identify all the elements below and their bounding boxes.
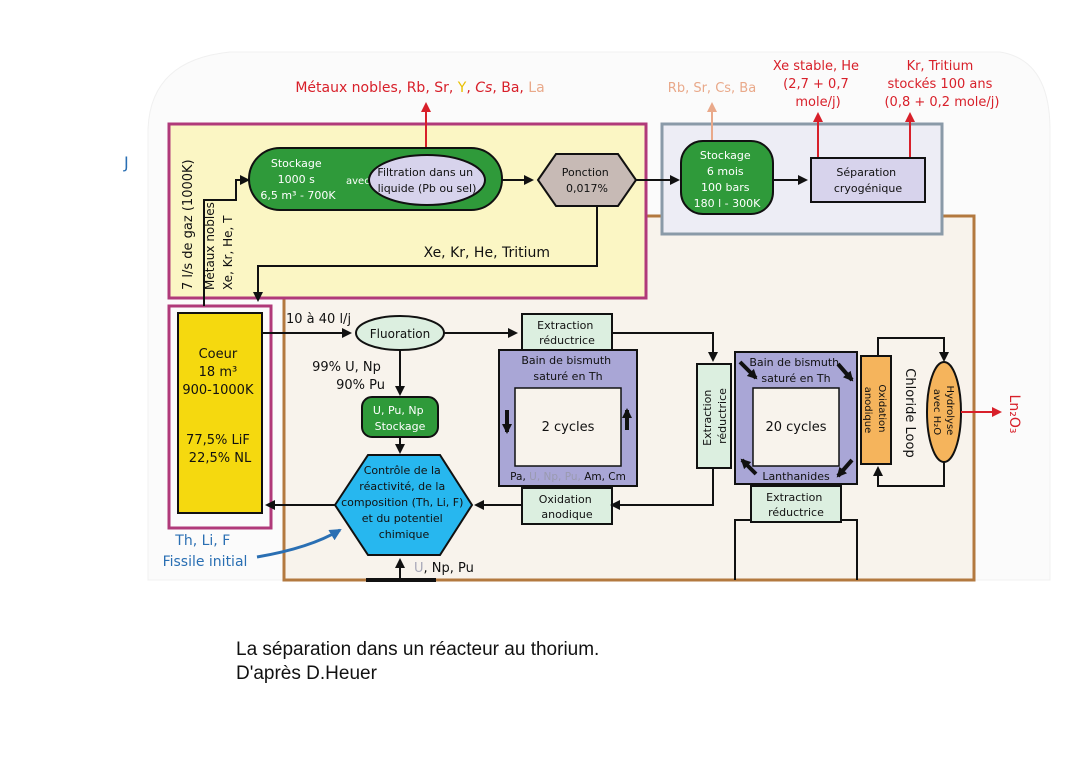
extraction2-text: Extraction réductrice xyxy=(766,491,826,519)
ln-output: Ln₂O₃ xyxy=(1006,395,1022,434)
fluoration-yield: 99% U, Np 90% Pu xyxy=(312,360,385,393)
rb-sr-output: Rb, Sr, Cs, Ba xyxy=(668,81,756,96)
caption-line1: La séparation dans un réacteur au thoriu… xyxy=(236,639,600,660)
stockage-1000s-text: Stockage 1000 s 6,5 m³ - 700K xyxy=(260,157,336,202)
separation-node xyxy=(810,157,926,203)
controle-node xyxy=(333,454,474,556)
upu-stockage-text: U, Pu, Np Stockage xyxy=(373,404,427,433)
cycles2: 20 cycles xyxy=(765,420,826,435)
fluoration-text: Fluoration xyxy=(370,327,430,341)
ponction-node xyxy=(536,153,638,207)
gas-flow-label: 7 l/s de gaz (1000K) xyxy=(181,159,196,290)
coeur-text: Coeur 18 m³ 900-1000K 77,5% LiF 22,5% NL xyxy=(182,347,257,466)
thorium-reactor-diagram: J Métaux nobles, Rb, Sr, Y, Cs, Ba, La R… xyxy=(123,51,1051,582)
coeur-node xyxy=(177,312,263,514)
extraction-vertical-text: Extraction réductrice xyxy=(701,386,729,446)
xe-output: Xe stable, He (2,7 + 0,7 mole/j) xyxy=(773,59,863,110)
cycles1: 2 cycles xyxy=(542,420,595,435)
stockage-avec: avec xyxy=(346,176,370,187)
stray-mark: J xyxy=(123,153,129,172)
filtration-text: Filtration dans un liquide (Pb ou sel) xyxy=(377,166,476,195)
extraction2-node xyxy=(750,485,842,523)
feed-label: Th, Li, F Fissile initial xyxy=(163,533,248,570)
stockage-6mois xyxy=(680,140,774,215)
filtration-node xyxy=(368,154,486,206)
caption-line2: D'après D.Heuer xyxy=(236,663,377,684)
flow-rate: 10 à 40 l/j xyxy=(286,312,351,327)
gas-flow-gases: Xe, Kr, He, T xyxy=(221,215,235,290)
oxidation2-node xyxy=(860,355,892,465)
core-frame xyxy=(167,304,273,530)
oxidation2-text: Oxidation anodique xyxy=(862,384,887,435)
separation-text: Séparation cryogénique xyxy=(834,166,903,195)
bain1-text: Bain de bismuth saturé en Th xyxy=(521,354,614,383)
bain2-text: Bain de bismuth saturé en Th xyxy=(749,356,842,385)
gas-flow-metals: Métaux nobles xyxy=(203,202,217,290)
extraction1-text: Extraction réductrice xyxy=(537,319,597,347)
bottom-input: U, Np, Pu xyxy=(414,561,474,576)
stockage-6mois-text: Stockage 6 mois 100 bars 180 l - 300K xyxy=(694,149,762,210)
bain1-out: Pa, U, Np, Pu, Am, Cm xyxy=(510,471,626,483)
extraction-vertical-node xyxy=(696,363,732,469)
gas-list-label: Xe, Kr, He, Tritium xyxy=(424,245,550,261)
noble-metals-output: Métaux nobles, Rb, Sr, Y, Cs, Ba, La xyxy=(295,80,544,96)
lanthanides-label: Lanthanides xyxy=(762,470,830,483)
oxidation1-text: Oxidation anodique xyxy=(539,493,596,521)
kr-output: Kr, Tritium stockés 100 ans (0,8 + 0,2 m… xyxy=(884,59,999,110)
controle-text: Contrôle de la réactivité, de la composi… xyxy=(341,464,467,541)
chloride-loop-label: Chloride Loop xyxy=(902,368,917,457)
hydrolyse-text: Hydrolyse avec H₂O xyxy=(931,385,955,438)
ponction-text: Ponction 0,017% xyxy=(562,166,613,195)
